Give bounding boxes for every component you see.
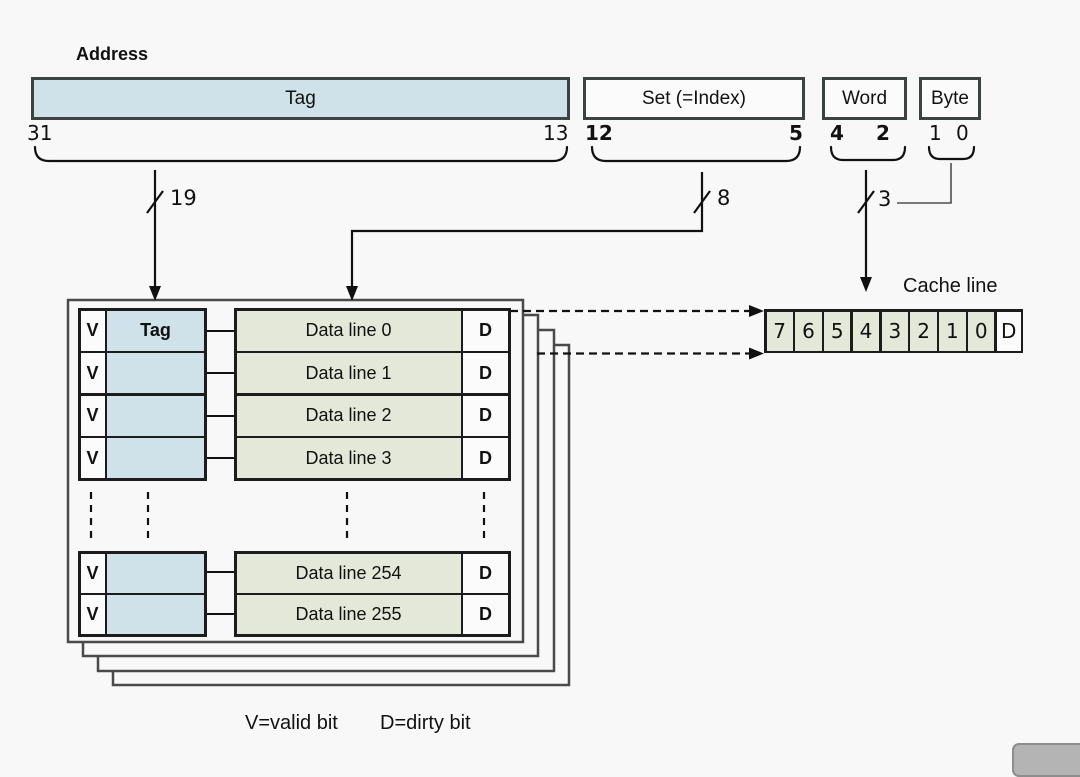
bit-1: 1 bbox=[929, 121, 942, 145]
byte-connector-line bbox=[897, 163, 952, 204]
byte-underbrace bbox=[927, 145, 976, 161]
tag-cell bbox=[107, 595, 204, 634]
cache-diagram: Address Tag Set (=Index) Word Byte 31 13… bbox=[27, 44, 1080, 777]
word-bus-width: 3 bbox=[878, 187, 892, 211]
cache-line-word-cell: 4 bbox=[852, 311, 880, 351]
address-field-set: Set (=Index) bbox=[583, 77, 805, 120]
data-line-cell: Data line 3 bbox=[236, 438, 461, 478]
data-line-cell: Data line 254 bbox=[236, 553, 461, 593]
valid-bit-cell: V bbox=[80, 353, 105, 393]
cache-line-word-cell: 2 bbox=[910, 311, 937, 351]
dirty-bit-cell: D bbox=[463, 553, 508, 593]
bus-slash-icon bbox=[857, 190, 875, 214]
bit-0: 0 bbox=[956, 121, 969, 145]
bit-4: 4 bbox=[830, 121, 844, 145]
tag-header-cell: Tag bbox=[107, 310, 204, 351]
legend-dirty-bit: D=dirty bit bbox=[380, 712, 471, 734]
bus-slash-icon bbox=[146, 190, 164, 214]
address-title: Address bbox=[76, 44, 149, 64]
dirty-bit-cell: D bbox=[463, 353, 508, 393]
cache-line-word-cell: 1 bbox=[939, 311, 966, 351]
bit-31: 31 bbox=[27, 121, 53, 145]
bit-5: 5 bbox=[789, 121, 803, 145]
byte-field-label: Byte bbox=[930, 87, 970, 109]
cache-line-word-cell: 7 bbox=[766, 311, 793, 351]
cache-line-word-cell: 6 bbox=[795, 311, 822, 351]
tag-cell bbox=[107, 553, 204, 593]
arrowhead-down-icon bbox=[346, 286, 358, 301]
word-underbrace bbox=[829, 145, 907, 162]
arrowhead-down-icon bbox=[149, 286, 161, 301]
legend-valid-bit: V=valid bit bbox=[245, 712, 338, 734]
address-field-word: Word bbox=[822, 77, 907, 120]
data-line-cell: Data line 255 bbox=[236, 595, 461, 634]
dashed-arrow-bottom bbox=[537, 347, 764, 360]
data-line-table-top: Data line 0 D Data line 1 D Data line 2 … bbox=[234, 308, 511, 481]
valid-bit-cell: V bbox=[80, 595, 105, 634]
cache-line-dirty-cell: D bbox=[996, 311, 1021, 351]
set-field-label: Set (=Index) bbox=[641, 87, 747, 109]
tag-bus-arrow bbox=[146, 170, 164, 301]
word-field-label: Word bbox=[841, 87, 888, 109]
valid-bit-cell: V bbox=[80, 310, 105, 351]
dirty-bit-cell: D bbox=[463, 395, 508, 436]
valid-bit-cell: V bbox=[80, 553, 105, 593]
word-bus-arrow bbox=[857, 170, 875, 292]
bus-slash-icon bbox=[693, 190, 711, 214]
bit-2: 2 bbox=[876, 121, 890, 145]
set-bus-arrow bbox=[346, 172, 711, 301]
cache-line-word-cell: 0 bbox=[968, 311, 995, 351]
arrowhead-down-icon bbox=[860, 277, 872, 292]
valid-bit-cell: V bbox=[80, 438, 105, 478]
tag-cell bbox=[107, 438, 204, 478]
data-line-table-bottom: Data line 254 D Data line 255 D bbox=[234, 551, 511, 637]
tag-cell bbox=[107, 395, 204, 436]
data-line-cell: Data line 0 bbox=[236, 310, 461, 351]
bit-13: 13 bbox=[543, 121, 569, 145]
data-line-cell: Data line 1 bbox=[236, 353, 461, 393]
dashed-arrow-top bbox=[510, 305, 764, 317]
dirty-bit-cell: D bbox=[463, 595, 508, 634]
cache-line-label: Cache line bbox=[903, 275, 998, 297]
cache-line-word-cell: 5 bbox=[824, 311, 851, 351]
set-underbrace bbox=[590, 145, 802, 163]
tag-data-connectors bbox=[205, 330, 236, 615]
underbraces bbox=[33, 145, 976, 163]
set-bus-width: 8 bbox=[717, 186, 731, 210]
tag-bus-width: 19 bbox=[170, 186, 197, 210]
scrollbar-thumb[interactable] bbox=[1012, 743, 1080, 777]
valid-bit-cell: V bbox=[80, 395, 105, 436]
bit-12: 12 bbox=[585, 121, 613, 145]
dirty-bit-cell: D bbox=[463, 438, 508, 478]
tag-underbrace bbox=[33, 145, 569, 163]
address-field-tag: Tag bbox=[31, 77, 570, 120]
arrowhead-right-icon bbox=[749, 347, 764, 360]
data-line-cell: Data line 2 bbox=[236, 395, 461, 436]
arrowhead-right-icon bbox=[749, 305, 764, 317]
dirty-bit-cell: D bbox=[463, 310, 508, 351]
valid-tag-table-top: V Tag V V V bbox=[78, 308, 207, 481]
valid-tag-table-bottom: V V bbox=[78, 551, 207, 637]
cache-line: 7 6 5 4 3 2 1 0 D bbox=[764, 309, 1023, 353]
tag-cell bbox=[107, 353, 204, 393]
address-field-byte: Byte bbox=[919, 77, 981, 120]
cache-line-word-cell: 3 bbox=[881, 311, 908, 351]
tag-field-label: Tag bbox=[285, 87, 316, 109]
